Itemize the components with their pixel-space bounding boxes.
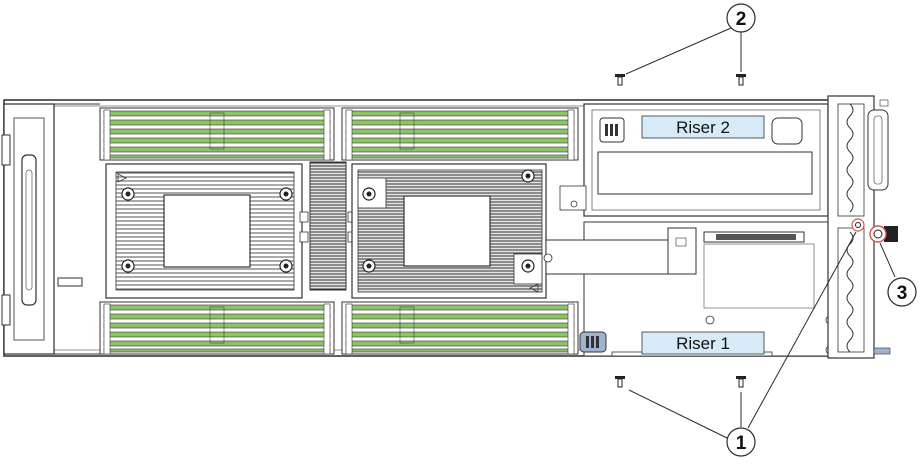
rear-panel (827, 95, 898, 359)
dimm-bank-top (99, 107, 579, 161)
screw-bottom-right (736, 376, 746, 388)
cpu2-heatsink (351, 163, 547, 299)
riser-screw-front (851, 218, 865, 232)
callout-1: 1 (726, 427, 756, 457)
leader-lines (625, 27, 896, 439)
dimm-bank-bottom (99, 301, 579, 355)
heat-pipe-block (299, 161, 357, 291)
screw-top-right (736, 74, 746, 86)
riser-2-assembly: Riser 2 (559, 103, 829, 217)
screws-bottom (615, 376, 746, 388)
riser-screws-highlight (851, 218, 887, 243)
screw-bottom-left (615, 376, 625, 388)
screws-top (615, 74, 746, 86)
callout-2-number: 2 (736, 9, 747, 30)
cpu1-heatsink (105, 163, 303, 299)
riser-2-label: Riser 2 (676, 118, 730, 137)
dimm-bank-top-left (99, 107, 335, 161)
callout-1-number: 1 (736, 433, 747, 454)
callout-3: 3 (887, 277, 917, 307)
dimm-bank-top-right (341, 107, 579, 161)
riser-2-label-box (641, 115, 765, 139)
callout-3-number: 3 (897, 283, 908, 304)
thumbscrew (869, 225, 887, 243)
riser-1-assembly: Riser 1 (543, 221, 835, 357)
callout-2: 2 (726, 3, 756, 33)
riser-1-label: Riser 1 (676, 334, 730, 353)
dimm-bank-bottom-right (341, 301, 579, 355)
riser-1-label-box (641, 331, 765, 355)
screw-top-left (615, 74, 625, 86)
front-handle (1, 103, 100, 355)
dimm-bank-bottom-left (99, 301, 335, 355)
